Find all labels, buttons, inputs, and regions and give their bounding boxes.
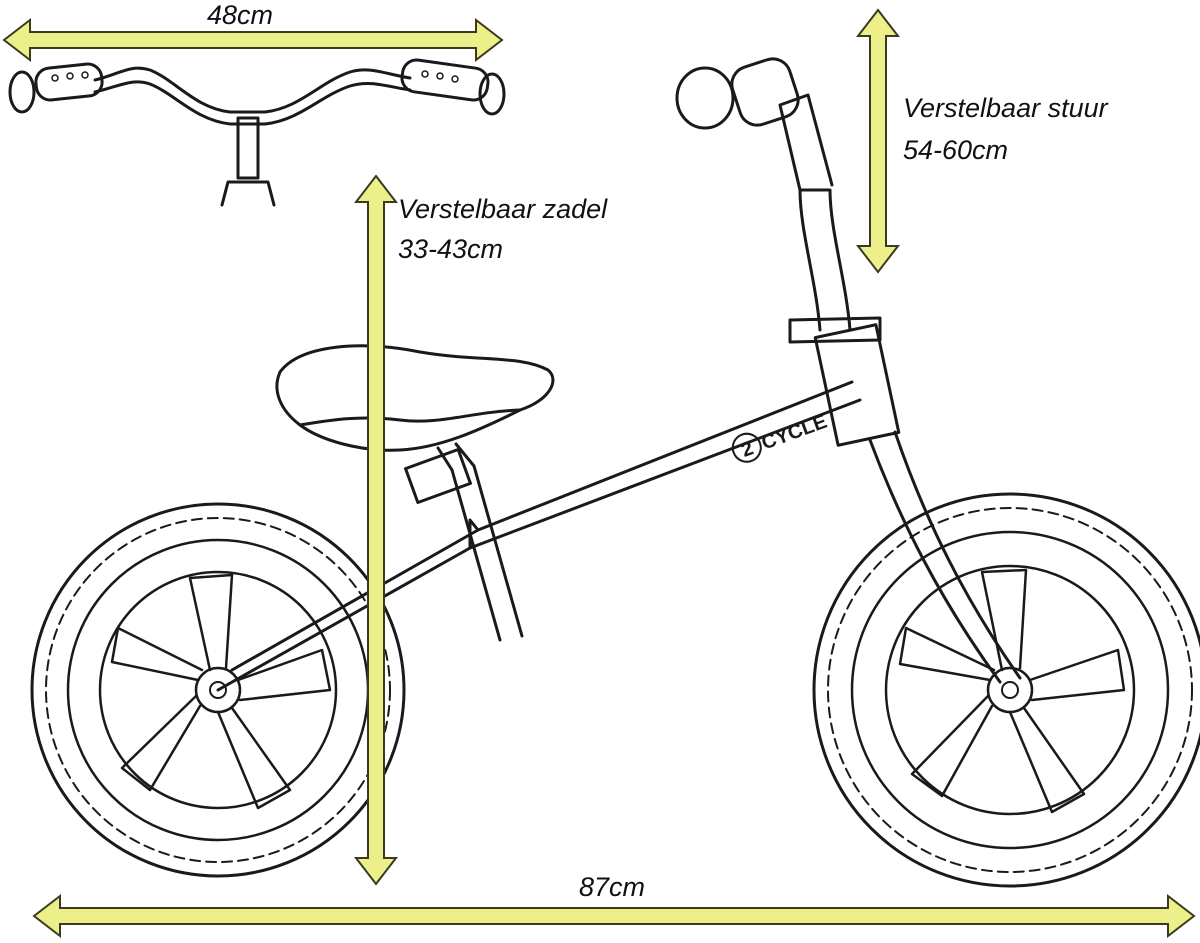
handlebar-height-arrow	[855, 8, 901, 274]
dimension-arrows	[2, 8, 1196, 939]
handlebar-width-arrow	[2, 17, 504, 63]
saddle-range-label: 33-43cm	[398, 234, 503, 264]
handlebar-width-label: 48cm	[207, 0, 273, 30]
saddle-title-label: Verstelbaar zadel	[398, 194, 608, 224]
handlebar-title-label: Verstelbaar stuur	[903, 93, 1109, 123]
saddle	[275, 344, 555, 452]
bike-frame	[216, 57, 1022, 692]
rear-wheel	[30, 502, 406, 878]
total-length-label: 87cm	[579, 872, 645, 902]
front-wheel	[812, 492, 1200, 888]
bike-side-view: 2 CYCLE	[30, 57, 1200, 888]
saddle-height-arrow	[353, 174, 399, 886]
handlebar-top-view	[8, 58, 506, 207]
brand-logo-text: CYCLE	[759, 411, 830, 455]
handlebar-range-label: 54-60cm	[903, 135, 1008, 165]
brand-logo: 2 CYCLE	[731, 411, 830, 463]
total-length-arrow	[32, 893, 1196, 939]
